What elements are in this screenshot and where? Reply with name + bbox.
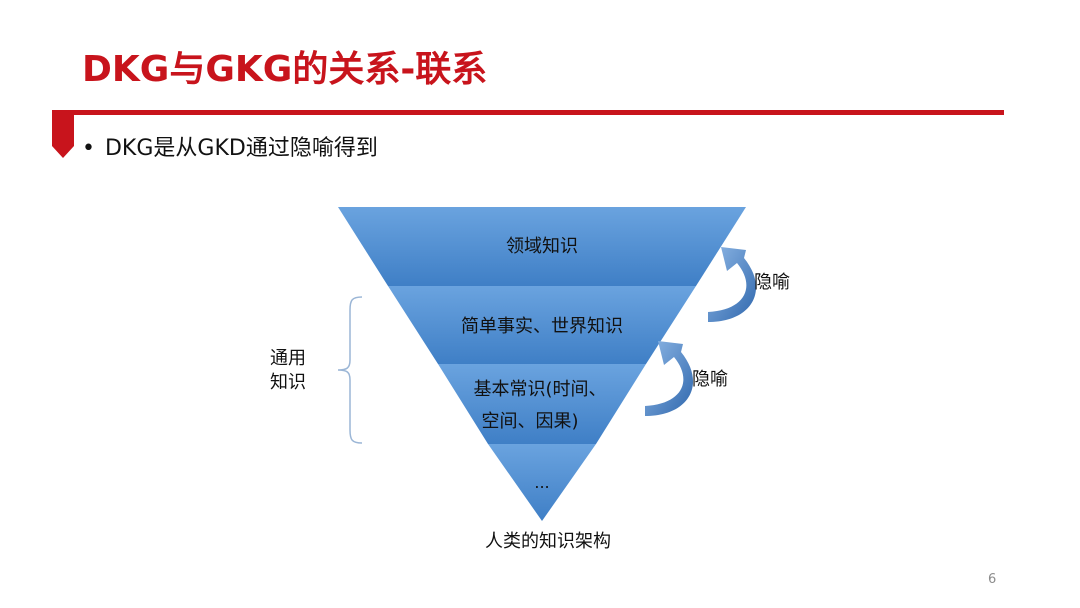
- pyramid-layer-domain: [338, 207, 746, 286]
- pyramid-layer-world: [388, 286, 696, 364]
- metaphor-label-upper: 隐喻: [754, 272, 790, 293]
- bullet-item: • DKG是从GKD通过隐喻得到: [82, 130, 378, 162]
- pyramid-layer-commonsense: [438, 364, 646, 444]
- bullet-dot-icon: •: [82, 136, 95, 161]
- metaphor-arrow-lower: [645, 341, 694, 416]
- brace-label-line2: 知识: [270, 372, 306, 393]
- layer-label-domain: 领域知识: [506, 236, 578, 257]
- slide-title: DKG与GKG的关系-联系: [82, 49, 488, 90]
- page-number: 6: [988, 572, 997, 587]
- metaphor-label-lower: 隐喻: [692, 369, 728, 390]
- layer-label-commonsense-line1: 基本常识(时间、: [473, 379, 606, 400]
- header-divider: [52, 110, 1004, 115]
- general-knowledge-brace: [337, 296, 363, 444]
- bullet-text: DKG是从GKD通过隐喻得到: [104, 136, 378, 161]
- diagram-caption: 人类的知识架构: [485, 531, 611, 552]
- knowledge-pyramid: [338, 207, 746, 521]
- layer-label-commonsense-line2: 空间、因果): [481, 411, 578, 432]
- pyramid-layer-ellipsis: [488, 444, 596, 521]
- layer-label-ellipsis: ...: [534, 473, 549, 492]
- metaphor-arrow-upper: [708, 247, 757, 322]
- layer-label-world: 简单事实、世界知识: [461, 316, 623, 337]
- brace-label-line1: 通用: [270, 348, 306, 369]
- bullet-marker-flag: [52, 110, 74, 158]
